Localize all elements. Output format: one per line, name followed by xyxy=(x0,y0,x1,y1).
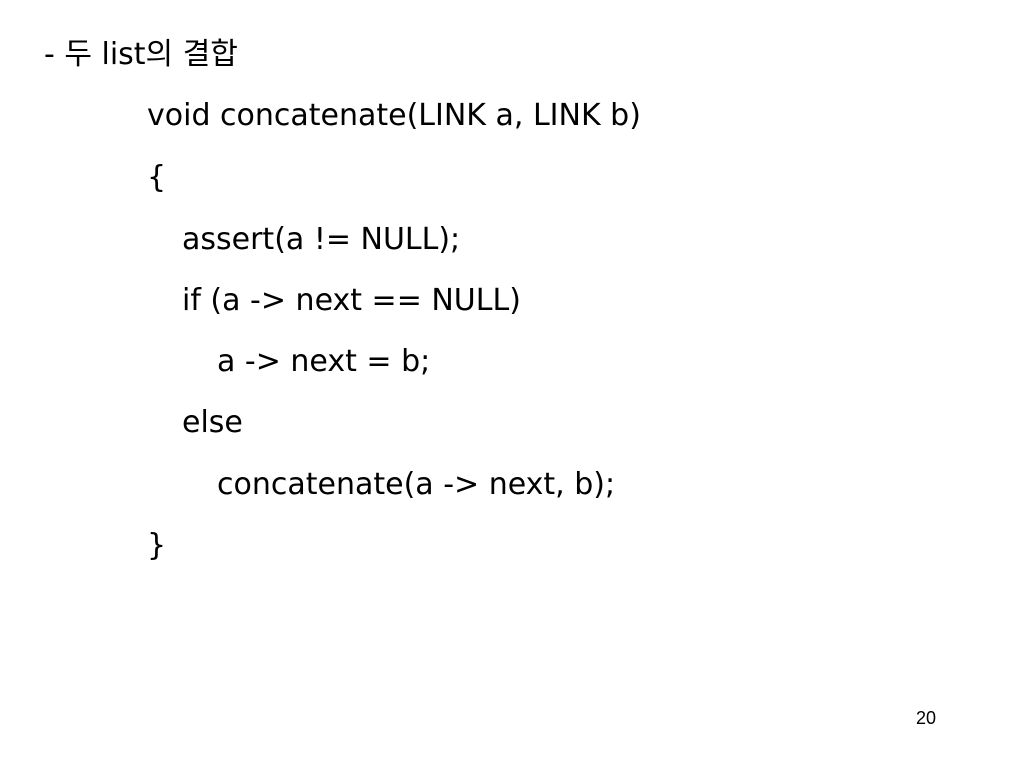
code-line-assert: assert(a != NULL); xyxy=(182,222,461,257)
code-line-recursive-call: concatenate(a -> next, b); xyxy=(217,467,616,502)
code-line-else: else xyxy=(182,405,243,440)
code-line-open-brace: { xyxy=(147,160,167,195)
slide-heading: - 두 list의 결합 xyxy=(44,37,238,72)
code-line-function-signature: void concatenate(LINK a, LINK b) xyxy=(147,98,641,133)
code-line-if-condition: if (a -> next == NULL) xyxy=(182,283,521,318)
page-number: 20 xyxy=(915,708,936,728)
code-line-assign-next: a -> next = b; xyxy=(217,344,431,379)
code-line-close-brace: } xyxy=(147,528,167,563)
